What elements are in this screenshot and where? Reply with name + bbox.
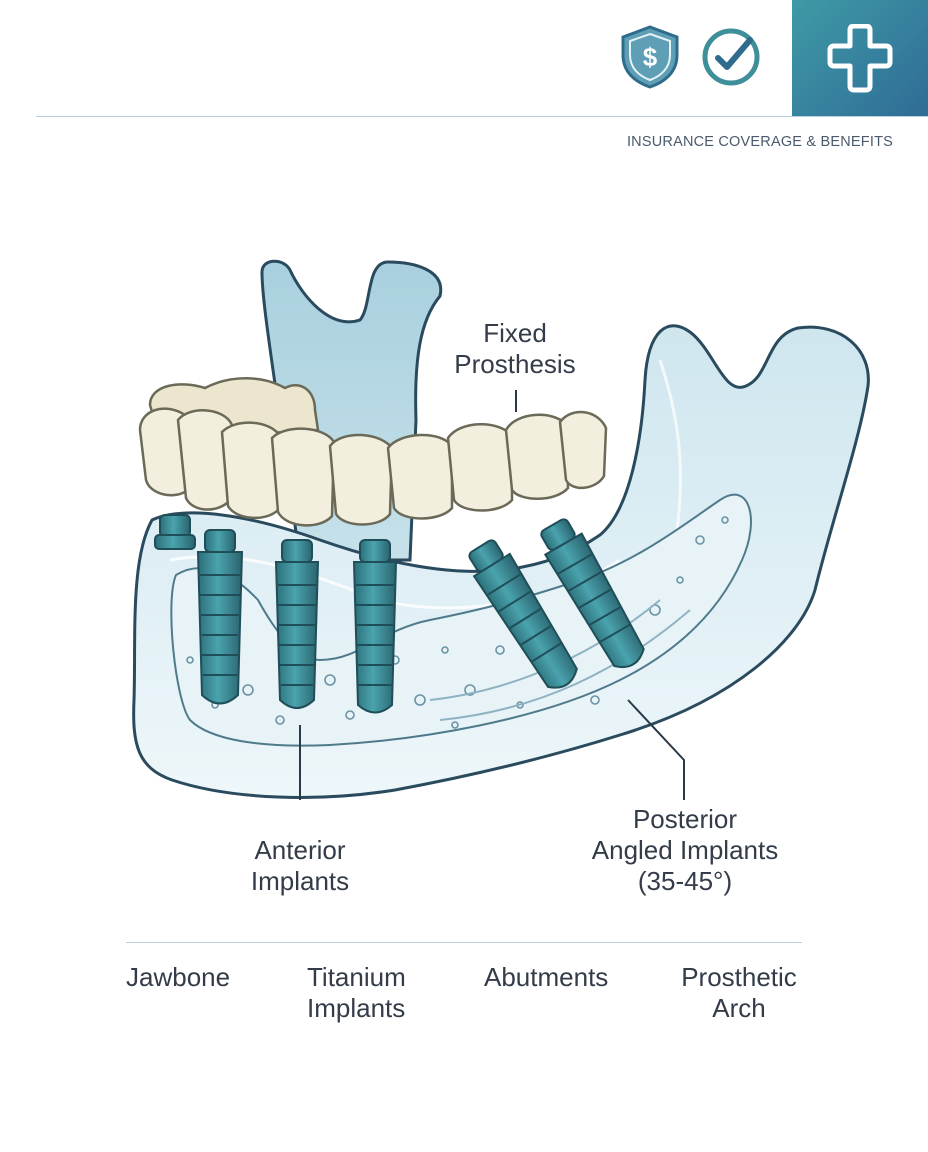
brand-tile	[792, 0, 928, 116]
implant-2	[196, 529, 244, 705]
jaw-implant-diagram	[132, 259, 870, 800]
shield-dollar-icon: $	[621, 25, 679, 89]
legend-titanium-implants: Titanium Implants	[307, 962, 406, 1024]
legend-line: Jawbone	[126, 962, 231, 992]
checkmark-circle-icon	[702, 28, 760, 86]
implant-4	[352, 539, 398, 714]
legend-prosthetic-arch: Prosthetic Arch	[672, 962, 806, 1024]
callout-line: Prosthesis	[454, 349, 576, 379]
callout-anterior-implants: Anterior Implants	[220, 835, 380, 897]
callout-posterior-implants: Posterior Angled Implants (35-45°)	[570, 804, 800, 897]
header: $	[0, 0, 928, 116]
legend-line: Implants	[307, 993, 406, 1023]
cancellous-bone	[170, 493, 752, 747]
legend-divider	[126, 942, 802, 943]
implant-1	[154, 514, 196, 550]
callout-line: Angled Implants	[591, 835, 779, 865]
callout-line: Anterior	[254, 835, 346, 865]
implant-6	[540, 518, 645, 668]
callout-fixed-prosthesis: Fixed Prosthesis	[430, 318, 600, 380]
legend-line: Arch	[712, 993, 766, 1023]
medical-cross-icon	[827, 24, 893, 93]
legend-jawbone: Jawbone	[126, 962, 230, 993]
page-subtitle: INSURANCE COVERAGE & BENEFITS	[626, 134, 893, 150]
implant-3	[274, 539, 320, 709]
callout-line: Posterior	[632, 804, 738, 834]
legend-abutments: Abutments	[484, 962, 608, 993]
leader-posterior-implants	[627, 699, 685, 800]
legend-line: Prosthetic	[681, 962, 797, 992]
implant-5	[468, 539, 578, 689]
legend-line: Titanium	[307, 962, 406, 992]
callout-line: (35-45°)	[637, 866, 733, 896]
legend-line: Abutments	[484, 962, 609, 992]
callout-line: Fixed	[483, 318, 547, 348]
titanium-implants	[154, 514, 645, 714]
svg-text:$: $	[643, 42, 658, 72]
header-divider	[36, 116, 928, 117]
prosthetic-arch	[138, 377, 608, 527]
callout-line: Implants	[250, 866, 350, 896]
